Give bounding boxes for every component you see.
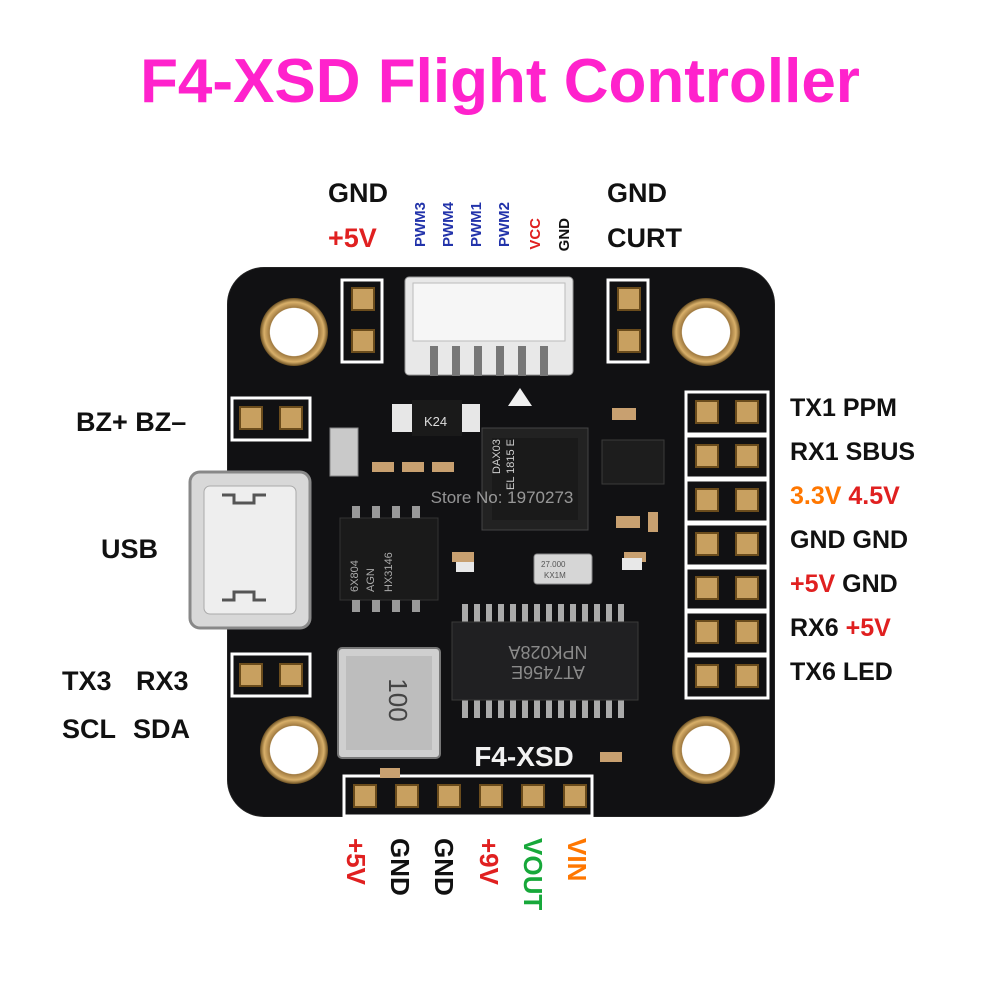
capacitor [329,427,359,477]
right-label-a: TX6 [790,658,836,686]
bottom-label: VOUT [518,838,548,911]
right-label-b: GND [842,570,898,598]
mcu-label-1: DAX03 [491,439,503,474]
mosfet-label: K24 [424,414,447,429]
right-label-a: GND [790,526,846,554]
mosfet-k24 [392,400,480,436]
top-right-gnd-label: GND [607,178,667,208]
mcu-label-2: EL 1815 E [505,439,517,490]
mounting-holes [260,298,740,784]
top-right-curt-label: CURT [607,223,682,253]
crystal-label-2: KX1M [544,571,566,580]
bottom-label: +5V [341,838,371,885]
crystal [533,553,593,585]
soic-label-2: AGN [365,568,377,592]
uart3-rx-label: RX3 [136,666,189,696]
right-label-a: TX1 [790,394,836,422]
right-label-b: PPM [842,394,897,422]
usb-label: USB [101,534,159,564]
pwm-connector [404,276,574,376]
usb-port [188,470,312,630]
pad-outlines [230,278,770,818]
right-label-row: RX6 +5V [790,616,891,641]
page-title: F4-XSD Flight Controller [140,47,860,116]
bottom-label: +9V [474,838,504,885]
soic-chip [339,506,439,612]
inductor-label: 100 [383,678,413,721]
top-left-gnd-label: GND [328,178,388,208]
right-label-a: RX6 [790,614,839,642]
bottom-label: VIN [562,838,592,882]
crystal-label-1: 27.000 [541,560,566,569]
right-label-row: TX1 PPM [790,396,897,421]
right-label-a: +5V [790,570,836,598]
right-label-row: GND GND [790,528,908,553]
bottom-label: GND [385,838,415,896]
right-label-b: GND [852,526,909,554]
osd-label-2: NPK028A [508,642,587,662]
i2c-scl-label: SCL [62,714,116,744]
led [622,558,642,570]
solder-pads [239,287,759,808]
right-label-row: 3.3V 4.5V [790,484,900,509]
i2c-sda-label: SDA [133,714,191,744]
right-label-row: TX6 LED [790,660,893,685]
soic-label-1: 6X804 [349,560,361,592]
regulator-chip [601,439,665,485]
bottom-label: GND [429,838,459,896]
right-label-row: +5V GND [790,572,898,597]
right-label-a: 3.3V [790,482,842,510]
led [456,562,474,572]
soic-label-3: HX3146 [383,552,395,592]
right-label-b: SBUS [845,438,916,466]
inductor [337,647,441,759]
right-label-b: +5V [845,614,891,642]
buzzer-label: BZ+ BZ– [76,407,187,437]
right-label-row: RX1 SBUS [790,440,915,465]
top-left-5v-label: +5V [328,223,377,253]
smd-components [372,408,658,778]
mcu-chip [481,388,589,531]
right-label-b: 4.5V [848,482,900,510]
watermark: Store No: 1970273 [431,488,574,507]
osd-label-1: AT7456E [511,662,585,682]
right-label-a: RX1 [790,438,839,466]
board-silkscreen: F4-XSD [474,741,574,772]
osd-chip [451,604,639,718]
right-label-b: LED [842,658,893,686]
uart3-tx-label: TX3 [62,666,112,696]
